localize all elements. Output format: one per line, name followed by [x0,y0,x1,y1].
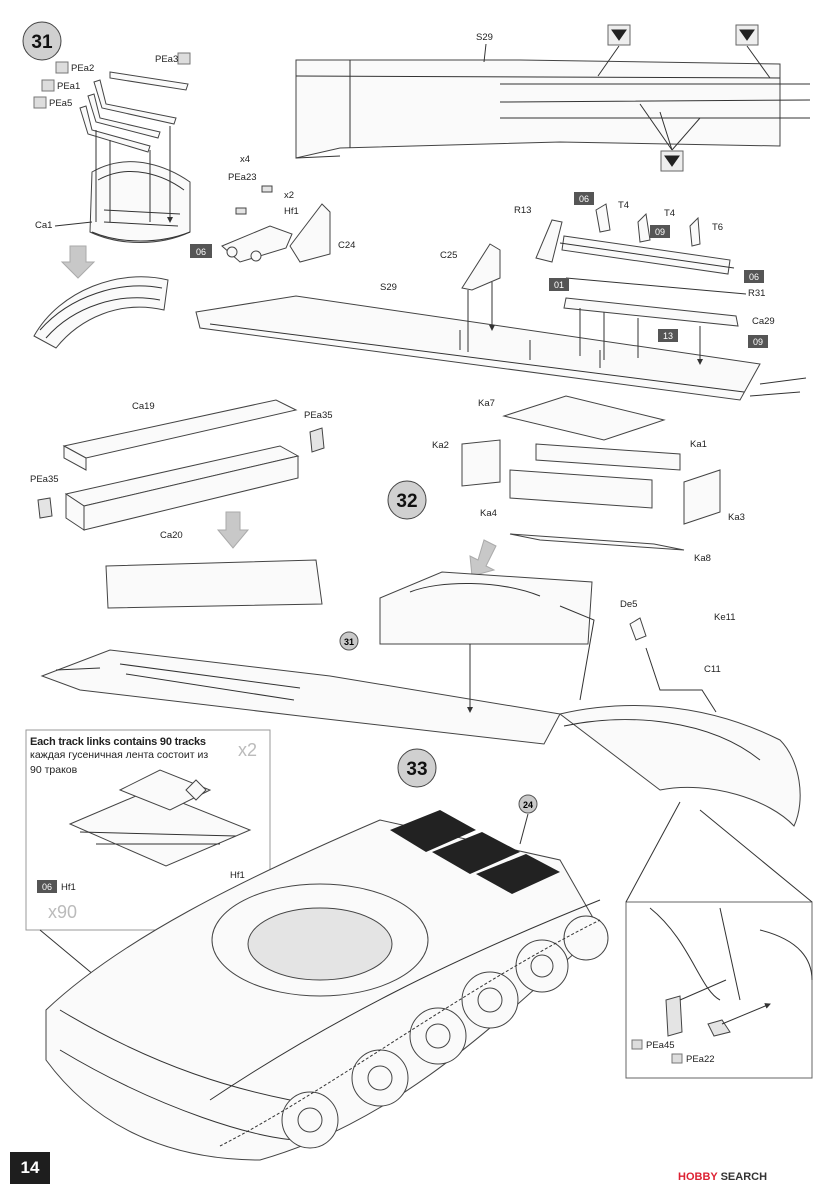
label-ka8: Ka8 [694,553,711,564]
hull-plate-s29-top [295,59,811,159]
track-note-box [25,729,271,931]
step-32-badge [387,480,427,520]
pe-strips [79,71,189,153]
label-track-hf1-b: Hf1 [230,870,245,881]
label-s29-top: S29 [476,32,493,43]
ref-31-badge [339,631,359,651]
label-ca1: Ca1 [35,220,52,231]
step-32-number: 32 [396,491,417,512]
watermark-rest: SEARCH [720,1171,768,1183]
label-x4: x4 [240,154,250,165]
fender-ca1 [89,161,191,243]
label-t6: T6 [712,222,723,233]
label-pea1: PEa1 [57,81,80,92]
track-note: Each track links contains 90 tracks кажд… [30,736,270,778]
hull-floor-step31 [33,276,807,401]
step-31-badge [22,21,62,61]
track-qty-x2: x2 [238,740,257,760]
sprue-tag-06c: 06 [749,272,759,282]
label-ca19: Ca19 [132,401,155,412]
sprue-tag-13: 13 [663,331,673,341]
label-t4a: T4 [618,200,629,211]
sprue-tag-01: 01 [554,280,564,290]
label-pea45: PEa45 [646,1040,675,1051]
stowage-box-ca19-ca20 [62,399,300,531]
page-number: 14 [10,1152,50,1184]
sprue-tag-09b: 09 [753,337,763,347]
label-s29-mid: S29 [380,282,397,293]
label-pea35a: PEa35 [30,474,59,485]
label-pea22: PEa22 [686,1054,715,1065]
ref-24-number: 24 [523,800,533,810]
track-note-english: Each track links contains 90 tracks [30,736,206,748]
track-links-illustration [68,769,252,867]
step-33-number: 33 [406,759,427,780]
track-note-russian-line2: 90 траков [30,764,78,776]
watermark: HOBBY SEARCH [678,1171,767,1183]
track-sprue-06: 06 [42,882,52,892]
label-hf1: Hf1 [284,206,299,217]
tank-hull [45,810,601,1161]
pe-icons [33,52,191,109]
road-wheels [281,915,609,1149]
ref-24-badge [518,794,538,814]
label-r13: R13 [514,205,531,216]
label-ke11: Ke11 [714,612,735,623]
label-pea3: PEa3 [155,54,178,65]
label-r31: R31 [748,288,765,299]
rotate-icon-group [597,24,771,172]
step-31-number: 31 [31,32,53,53]
label-pea35b: PEa35 [304,410,333,421]
ref-31-number: 31 [344,637,354,647]
label-ka7: Ka7 [478,398,495,409]
label-pea2: PEa2 [71,63,94,74]
label-ka4: Ka4 [480,508,497,519]
box-ka [461,395,721,551]
label-ka3: Ka3 [728,512,745,523]
track-qty-x90: x90 [48,902,77,922]
label-ka1: Ka1 [690,439,707,450]
label-c25: C25 [440,250,457,261]
label-pea23: PEa23 [228,172,257,183]
step-32: 32 Ca19 PEa35 PEa35 Ca20 Ka7 Ka2 Ka1 Ka4 [30,395,801,827]
sprue-tag-09a: 09 [655,227,665,237]
label-ka2: Ka2 [432,440,449,451]
detail-inset [625,901,813,1079]
step-31: 31 S29 Ca1 [22,21,811,401]
watermark-brand: HOBBY [678,1171,718,1183]
label-de5: De5 [620,599,637,610]
label-track-hf1-a: Hf1 [61,882,76,893]
sprue-tag-06a: 06 [196,247,206,257]
step-33: 33 06 Hf1 Hf1 x2 x90 [25,729,813,1161]
label-ca29: Ca29 [752,316,775,327]
label-x2: x2 [284,190,294,201]
label-pea5: PEa5 [49,98,72,109]
label-ca20: Ca20 [160,530,183,541]
label-c24: C24 [338,240,355,251]
hull-step32 [40,559,801,827]
step-33-badge [397,748,437,788]
track-note-russian-line1: каждая гусеничная лента состоит из [30,749,209,761]
sprue-tag-06b: 06 [579,194,589,204]
label-t4b: T4 [664,208,675,219]
label-c11: C11 [704,664,721,675]
